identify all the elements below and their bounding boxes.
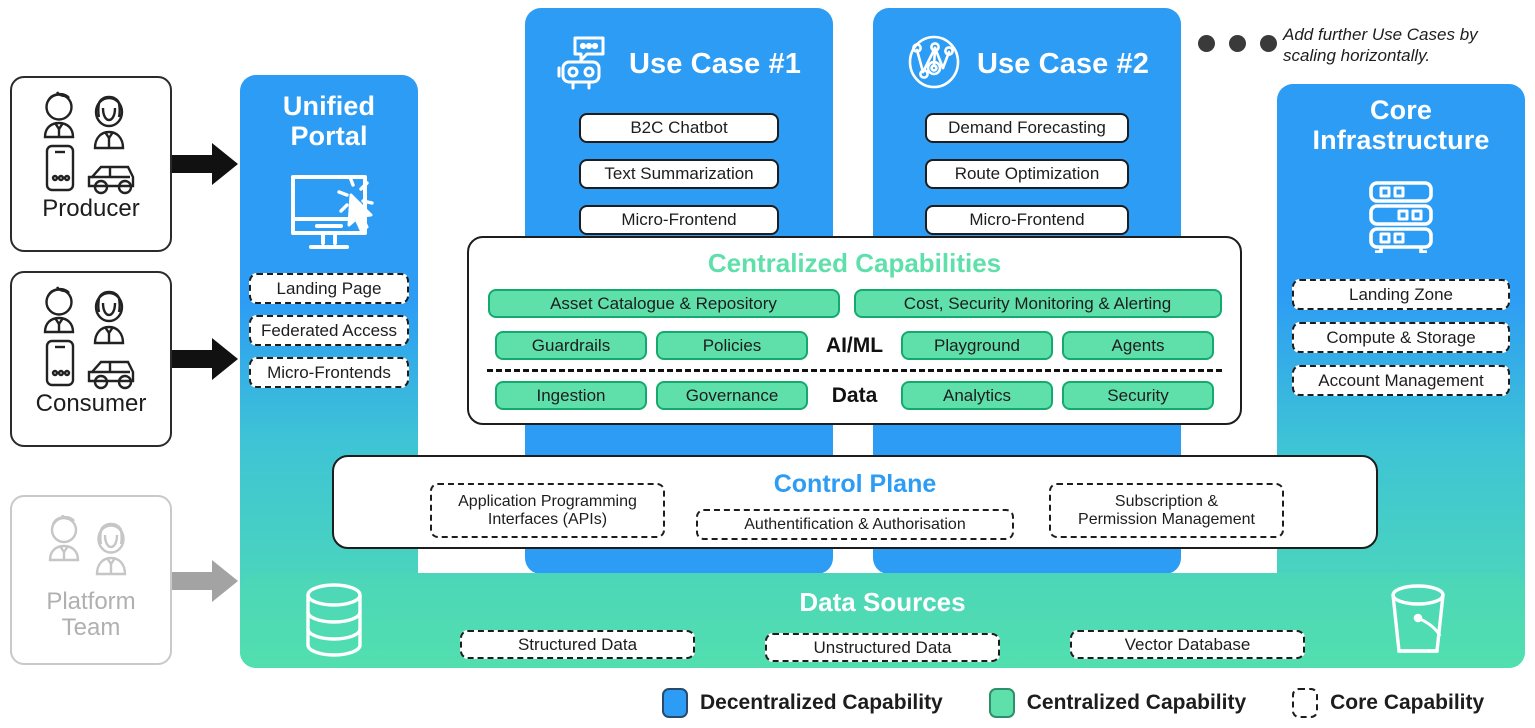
- data-sources-item-structured-data[interactable]: Structured Data: [460, 630, 695, 659]
- actor-box-platform-team: Platform Team: [10, 495, 172, 665]
- band-data-sources: Data Sources Structured Data Unstructure…: [240, 573, 1525, 668]
- centralized-item-asset-catalogue[interactable]: Asset Catalogue & Repository: [487, 289, 840, 318]
- actor-label-producer: Producer: [42, 195, 140, 222]
- aiml-data-divider: [487, 369, 1222, 372]
- bucket-icon: [1385, 582, 1455, 663]
- use-case-1-item-micro-frontend[interactable]: Micro-Frontend: [579, 205, 779, 235]
- unified-portal-item-micro-frontends[interactable]: Micro-Frontends: [249, 357, 409, 389]
- use-case-2-item-route-optimization[interactable]: Route Optimization: [925, 159, 1129, 189]
- unified-portal-title-line2: Portal: [290, 120, 368, 151]
- control-plane-item-subscription-line2: Permission Management: [1078, 510, 1255, 528]
- control-plane-item-auth[interactable]: Authentification & Authorisation: [696, 509, 1014, 540]
- core-infrastructure-item-account-management[interactable]: Account Management: [1292, 365, 1510, 397]
- column-core-infrastructure: Core Infrastructure Landing Zone Compute…: [1277, 84, 1525, 668]
- panel-centralized-capabilities: Centralized Capabilities Asset Catalogue…: [467, 236, 1242, 425]
- producer-icons: [31, 90, 151, 196]
- use-case-1-item-text-summarization[interactable]: Text Summarization: [579, 159, 779, 189]
- chatbot-icon: [557, 34, 613, 95]
- legend-swatch-blue: [662, 688, 688, 718]
- actor-label-platform-team-line1: Platform: [46, 588, 136, 615]
- core-infrastructure-item-landing-zone[interactable]: Landing Zone: [1292, 279, 1510, 311]
- panel-control-plane: Control Plane Application Programming In…: [332, 455, 1378, 549]
- centralized-item-analytics[interactable]: Analytics: [901, 381, 1053, 410]
- divider-label-data: Data: [831, 383, 878, 407]
- dot-2: [1229, 35, 1246, 52]
- ellipsis-dots: [1198, 35, 1277, 52]
- legend-label-core: Core Capability: [1330, 691, 1485, 714]
- control-plane-item-subscription[interactable]: Subscription & Permission Management: [1049, 483, 1284, 538]
- data-sources-title: Data Sources: [799, 587, 966, 617]
- server-rack-icon: [1277, 179, 1525, 254]
- use-case-1-title: Use Case #1: [629, 47, 801, 80]
- unified-portal-title-line1: Unified: [282, 91, 376, 121]
- platform-team-icons: [31, 514, 151, 577]
- consumer-icons: [31, 285, 151, 391]
- data-sources-item-vector-database[interactable]: Vector Database: [1070, 630, 1305, 659]
- control-plane-item-apis[interactable]: Application Programming Interfaces (APIs…: [430, 483, 665, 538]
- centralized-item-playground[interactable]: Playground: [901, 331, 1053, 360]
- dot-3: [1260, 35, 1277, 52]
- use-case-2-title: Use Case #2: [977, 47, 1149, 80]
- centralized-item-cost-security-monitoring[interactable]: Cost, Security Monitoring & Alerting: [853, 289, 1222, 318]
- centralized-item-policies[interactable]: Policies: [656, 331, 808, 360]
- arrow-platform-team: [172, 560, 238, 607]
- actor-box-producer: Producer: [10, 76, 172, 252]
- arrow-producer: [172, 143, 238, 190]
- control-plane-item-subscription-line1: Subscription &: [1114, 492, 1219, 510]
- legend: Decentralized Capability Centralized Cap…: [662, 688, 1484, 718]
- column-unified-portal: Unified Portal Landing Page Federated Ac…: [240, 75, 418, 668]
- legend-swatch-dashed: [1292, 688, 1319, 718]
- centralized-capabilities-title: Centralized Capabilities: [707, 248, 1002, 278]
- unified-portal-item-federated-access[interactable]: Federated Access: [249, 315, 409, 347]
- actor-label-consumer: Consumer: [35, 390, 147, 417]
- legend-item-centralized: Centralized Capability: [988, 688, 1247, 718]
- legend-label-decentralized: Decentralized Capability: [700, 691, 943, 714]
- use-case-2-item-demand-forecasting[interactable]: Demand Forecasting: [925, 113, 1129, 143]
- control-plane-title: Control Plane: [773, 470, 937, 498]
- core-infrastructure-title-line1: Core: [1370, 95, 1432, 125]
- centralized-item-security[interactable]: Security: [1062, 381, 1214, 410]
- monitor-cursor-icon: [240, 171, 418, 253]
- core-infrastructure-title-line2: Infrastructure: [1312, 124, 1490, 155]
- arrow-consumer: [172, 338, 238, 385]
- divider-label-aiml: AI/ML: [825, 333, 884, 357]
- use-case-2-item-micro-frontend[interactable]: Micro-Frontend: [925, 205, 1129, 235]
- unified-portal-item-landing-page[interactable]: Landing Page: [249, 273, 409, 305]
- network-graph-icon: [905, 34, 963, 95]
- scaling-note-line2: scaling horizontally.: [1283, 46, 1431, 66]
- database-cylinder-icon: [303, 582, 365, 663]
- centralized-item-guardrails[interactable]: Guardrails: [495, 331, 647, 360]
- control-plane-item-apis-line2: Interfaces (APIs): [487, 510, 608, 528]
- data-sources-item-unstructured-data[interactable]: Unstructured Data: [765, 633, 1000, 662]
- dot-1: [1198, 35, 1215, 52]
- centralized-item-governance[interactable]: Governance: [656, 381, 808, 410]
- control-plane-item-apis-line1: Application Programming: [458, 492, 637, 510]
- actor-label-platform-team-line2: Team: [61, 613, 121, 641]
- centralized-item-ingestion[interactable]: Ingestion: [495, 381, 647, 410]
- legend-item-core: Core Capability: [1292, 688, 1484, 718]
- actor-box-consumer: Consumer: [10, 271, 172, 447]
- scaling-note-line1: Add further Use Cases by: [1283, 25, 1478, 44]
- use-case-1-item-b2c-chatbot[interactable]: B2C Chatbot: [579, 113, 779, 143]
- scaling-note: Add further Use Cases by scaling horizon…: [1283, 24, 1513, 67]
- centralized-item-agents[interactable]: Agents: [1062, 331, 1214, 360]
- core-infrastructure-item-compute-storage[interactable]: Compute & Storage: [1292, 322, 1510, 354]
- legend-item-decentralized: Decentralized Capability: [662, 688, 943, 718]
- legend-label-centralized: Centralized Capability: [1026, 691, 1247, 714]
- legend-swatch-green: [988, 688, 1015, 718]
